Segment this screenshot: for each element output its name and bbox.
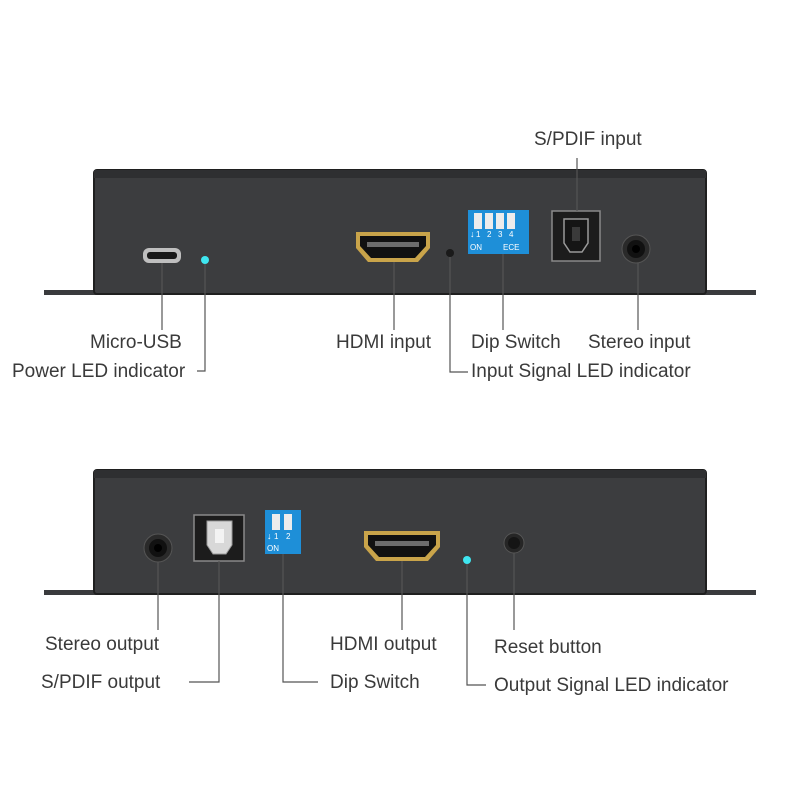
stereo-input-jack: [621, 234, 651, 264]
output-dip-arrow: ↓: [267, 531, 272, 541]
callout-spdif-input: S/PDIF input: [534, 129, 642, 150]
hdmi-output-port: [364, 531, 440, 561]
power-led: [201, 256, 209, 264]
input-chassis-top-edge: [94, 170, 706, 178]
output-dip-number-1: 1: [274, 532, 279, 541]
callout-spdif-output: S/PDIF output: [41, 672, 161, 693]
callout-dip-switch-input: Dip Switch: [471, 332, 561, 353]
input-dip-on-label: ON: [470, 243, 482, 252]
input-panel: ↓ 1 2 3 4 ON ECE: [44, 169, 756, 295]
callout-stereo-output: Stereo output: [45, 634, 160, 655]
input-dip-number-2: 2: [487, 230, 492, 239]
callout-hdmi-input: HDMI input: [336, 332, 432, 353]
input-signal-led: [446, 249, 454, 257]
callout-hdmi-output: HDMI output: [330, 634, 437, 655]
spdif-input-port: [551, 210, 601, 262]
callout-input-signal-led: Input Signal LED indicator: [471, 361, 691, 382]
output-chassis-top-edge: [94, 470, 706, 478]
leader-output-signal-led: [466, 564, 486, 686]
input-leader-lines: [161, 158, 639, 373]
callout-output-signal-led: Output Signal LED indicator: [494, 675, 729, 696]
output-leader-lines: [157, 553, 515, 686]
output-signal-led: [463, 556, 471, 564]
reset-button: [503, 532, 525, 554]
leader-input-signal-led: [449, 257, 468, 373]
callout-stereo-input: Stereo input: [588, 332, 691, 353]
output-dip-on-label: ON: [267, 544, 279, 553]
leader-power-led: [197, 264, 206, 372]
output-dip-number-2: 2: [286, 532, 291, 541]
micro-usb-port: [143, 248, 181, 263]
callout-micro-usb: Micro-USB: [90, 332, 182, 353]
callout-power-led: Power LED indicator: [12, 361, 186, 382]
output-dip-switch: ↓ 1 2 ON: [265, 510, 301, 554]
hdmi-input-port: [356, 232, 430, 262]
leader-output-dip-switch: [282, 554, 318, 683]
input-dip-ece-label: ECE: [503, 243, 519, 252]
input-dip-number-1: 1: [476, 230, 481, 239]
input-dip-switch: ↓ 1 2 3 4 ON ECE: [468, 210, 529, 254]
callout-reset-button: Reset button: [494, 637, 602, 658]
spdif-output-port: [193, 514, 245, 562]
output-panel: ↓ 1 2 ON: [44, 469, 756, 595]
stereo-output-jack: [143, 533, 173, 563]
leader-spdif-output: [189, 561, 220, 683]
input-dip-number-4: 4: [509, 230, 514, 239]
input-dip-number-3: 3: [498, 230, 503, 239]
callout-dip-switch-output: Dip Switch: [330, 672, 420, 693]
input-dip-arrow: ↓: [470, 229, 475, 239]
